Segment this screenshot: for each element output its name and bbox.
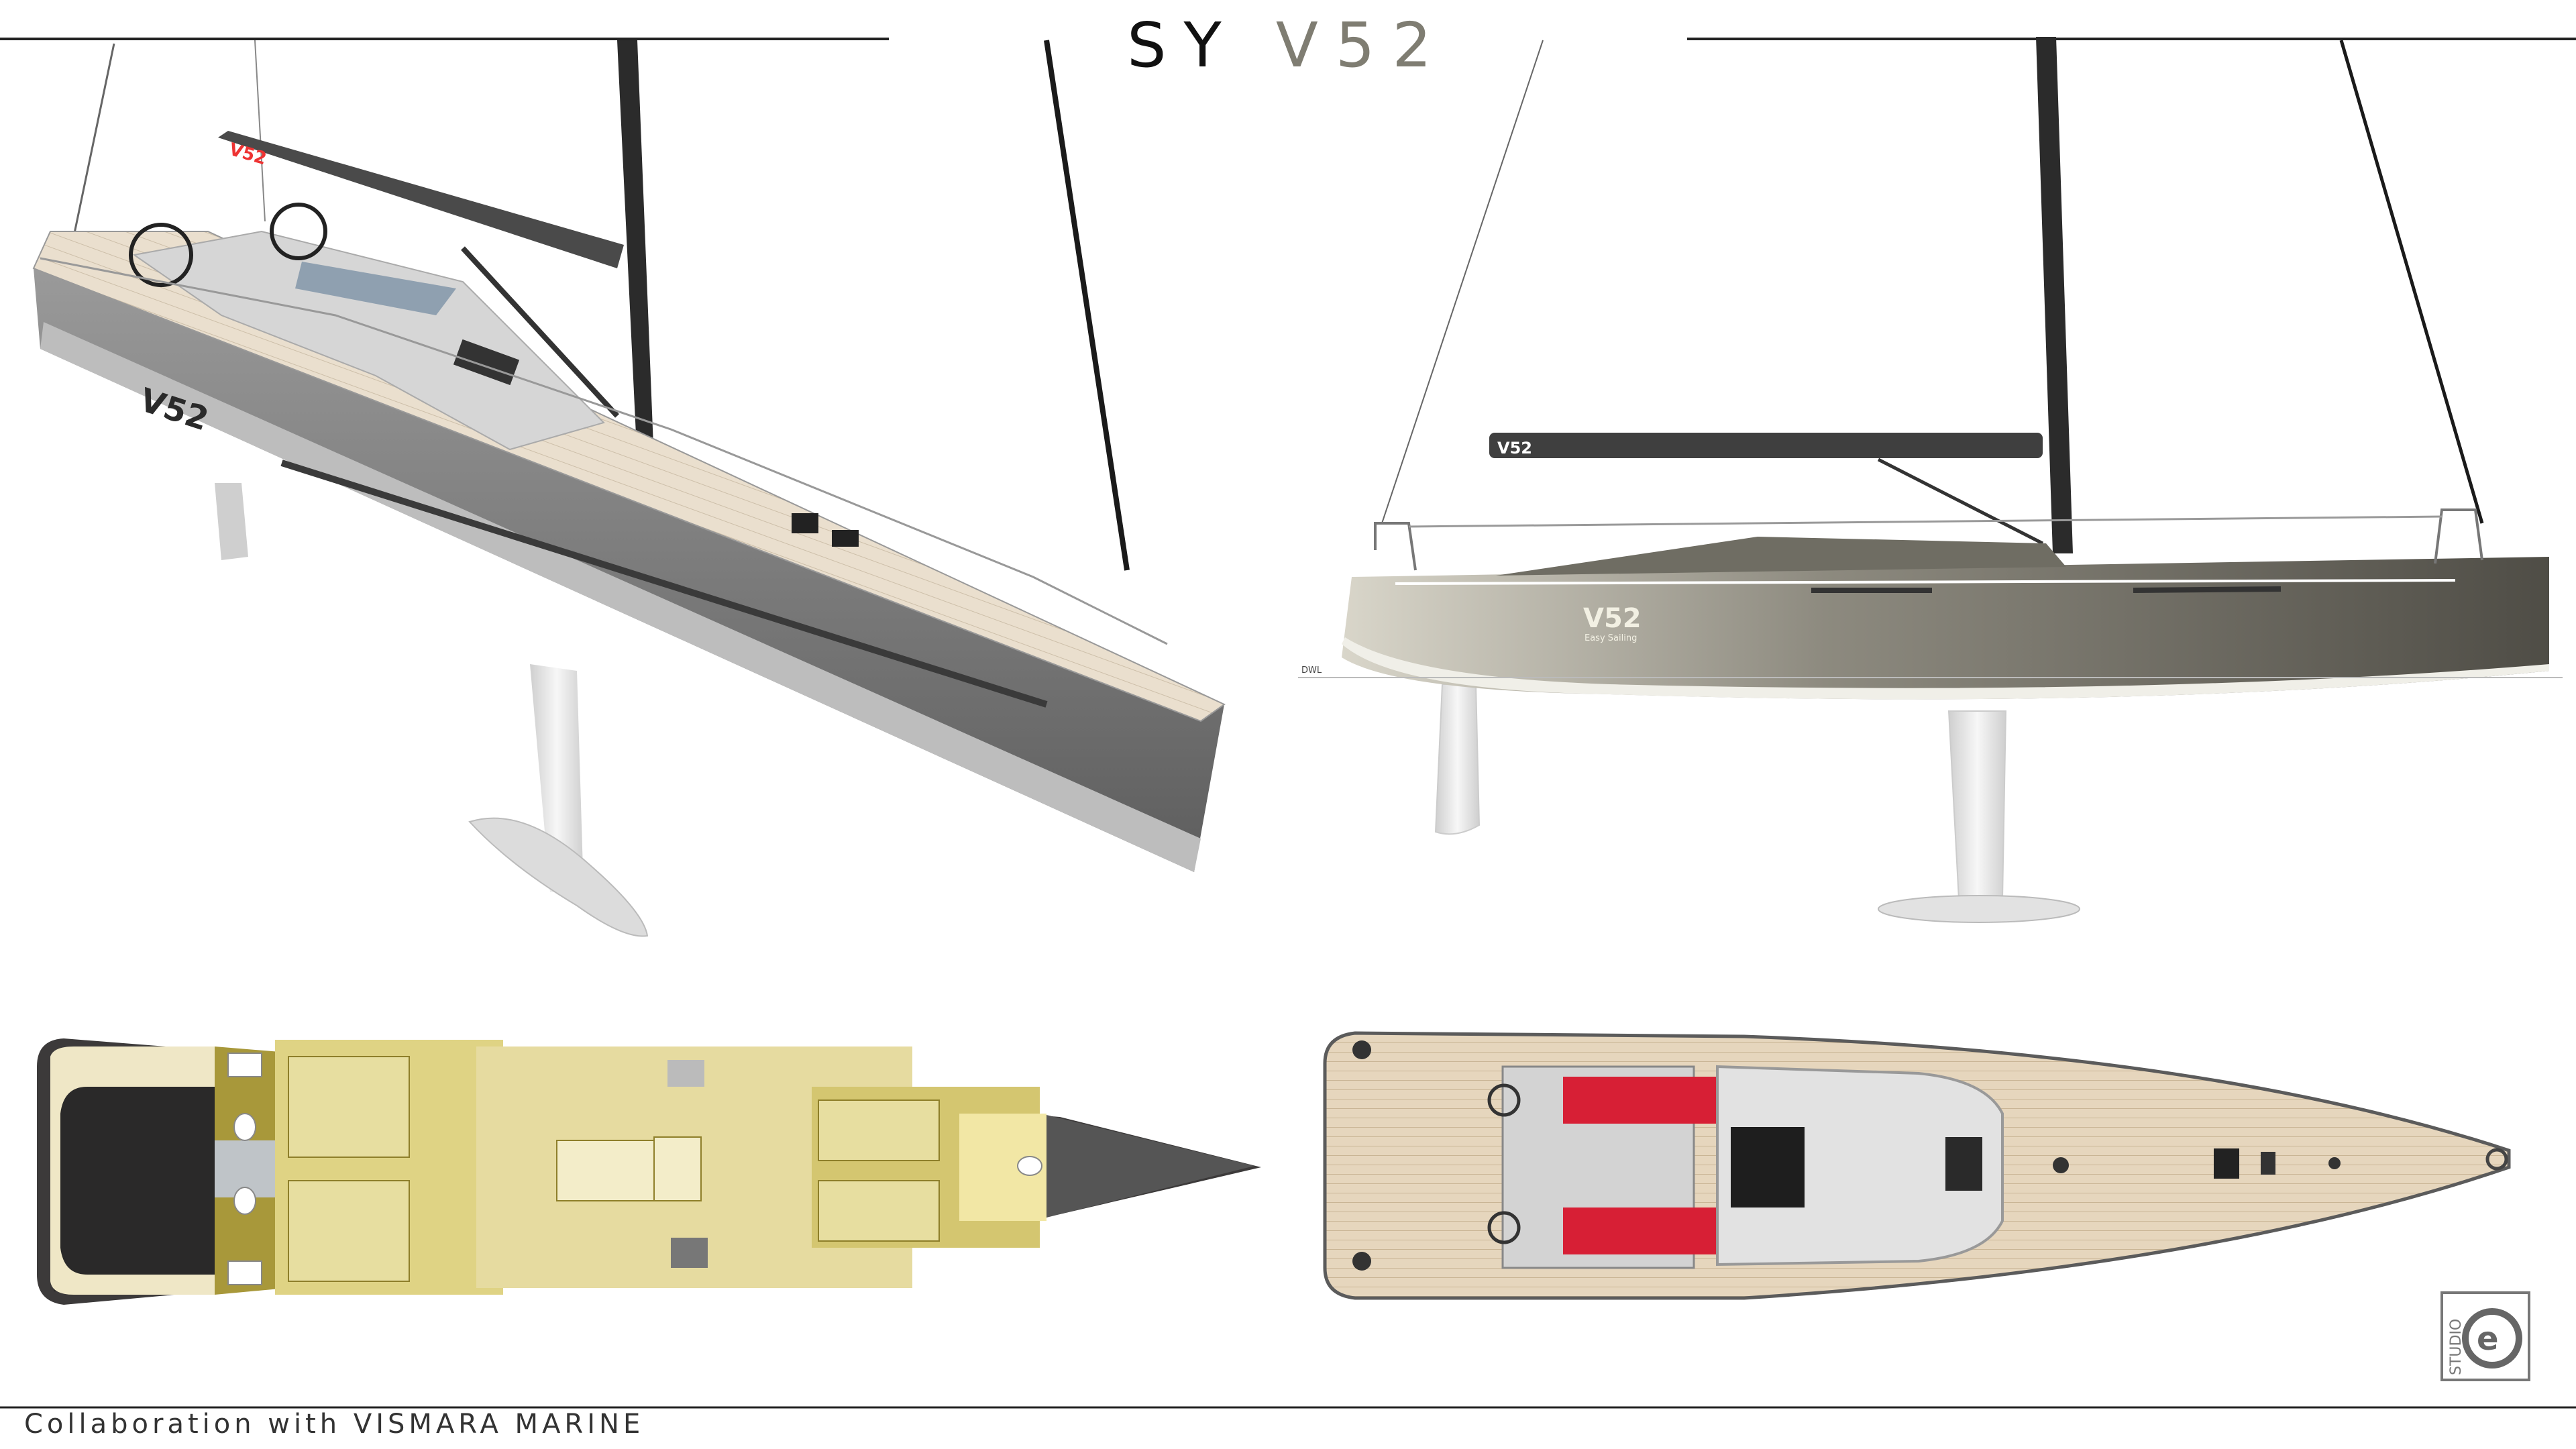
deck-coachroof <box>1716 1065 2004 1267</box>
profile-sheer-line <box>1395 579 2456 585</box>
foredeck-hatch-1 <box>792 513 818 533</box>
helm-wheel-starboard <box>270 203 327 260</box>
aft-deck-edge <box>50 1046 215 1295</box>
head-sink-aft-starboard <box>227 1260 262 1285</box>
profile-mast <box>2036 37 2073 553</box>
boom <box>218 131 624 268</box>
foredeck-hatch-2 <box>832 530 859 547</box>
saloon-table <box>556 1140 658 1201</box>
profile-backstay <box>1381 40 1544 524</box>
bow-roller <box>2485 1148 2508 1171</box>
studio-logo-ring <box>2462 1308 2522 1368</box>
forward-berth-port <box>818 1099 940 1161</box>
guardrail <box>40 257 1168 645</box>
title-model: V52 <box>1275 9 1449 81</box>
profile-keel-bulb <box>1878 895 2080 923</box>
profile-vang <box>1877 458 2044 545</box>
mast <box>617 40 654 463</box>
hull-windows <box>280 460 1048 708</box>
profile-bow-pulpit <box>2434 508 2483 564</box>
profile-view: V52 DWL V52 Easy Sailing <box>1298 37 2563 923</box>
keel-bulb <box>468 817 649 937</box>
deck-plan-foredeck-hatch <box>2214 1148 2239 1179</box>
rudder <box>215 483 248 560</box>
perspective-view: V52 V52 <box>32 40 1226 937</box>
sheet-title: SY V52 <box>892 9 1684 81</box>
profile-stern-pulpit <box>1374 522 1417 571</box>
profile-coachroof <box>1496 537 2066 576</box>
cockpit-seat-port <box>1563 1077 1724 1124</box>
aft-berth-port <box>288 1056 410 1158</box>
bow-chain-locker <box>1046 1115 1254 1218</box>
saloon-seat <box>653 1136 702 1201</box>
windlass <box>2328 1157 2341 1169</box>
stern-cleat-starboard <box>1352 1252 1371 1271</box>
footer-credit: Collaboration with VISMARA MARINE <box>24 1409 645 1440</box>
coachroof-window <box>453 339 520 386</box>
studio-logo-word: STUDIO <box>2448 1319 2465 1375</box>
coachroof-hatch <box>1945 1137 1982 1191</box>
deck-plan-small-hatch <box>2261 1152 2275 1175</box>
deck-winch-starboard <box>1487 1211 1521 1244</box>
profile-forestay <box>2339 40 2484 524</box>
galley-stove <box>671 1238 708 1268</box>
coachroof <box>132 230 605 451</box>
head-toilet-aft-starboard <box>233 1187 256 1215</box>
waterline-label: DWL <box>1301 665 1322 676</box>
shroud <box>254 40 266 222</box>
head-sink-aft-port <box>227 1053 262 1077</box>
cockpit-seat-starboard <box>1563 1208 1724 1254</box>
studio-logo-letter: e <box>2477 1320 2499 1358</box>
head-toilet-aft-port <box>233 1113 256 1141</box>
galley-sink <box>667 1060 704 1087</box>
profile-hull <box>1342 557 2549 700</box>
hull-boot-stripe <box>40 322 1201 872</box>
profile-lifeline <box>1408 515 2443 528</box>
profile-rudder <box>1434 684 1481 835</box>
profile-boom <box>1489 433 2043 458</box>
studio-logo: e STUDIO <box>2440 1291 2530 1381</box>
mast-step <box>2053 1157 2069 1173</box>
keel-fin <box>530 664 584 892</box>
profile-hull-window-2 <box>2133 586 2282 593</box>
companionway-hatch <box>1731 1127 1805 1208</box>
deck-hatch <box>295 262 456 315</box>
deck-plan <box>1323 1031 2511 1300</box>
forward-berth-starboard <box>818 1180 940 1242</box>
profile-boot-stripe <box>1342 637 2549 700</box>
stern-cleat-port <box>1352 1040 1371 1059</box>
aft-berth-starboard <box>288 1180 410 1282</box>
forestay <box>1044 40 1130 571</box>
profile-keel-fin <box>1947 710 2007 900</box>
hull-logo-profile: V52 <box>1583 603 1642 634</box>
deck-winch-port <box>1487 1083 1521 1117</box>
vang <box>461 246 619 418</box>
studio-logo-frame <box>2440 1291 2530 1381</box>
aft-lazarette <box>54 1046 215 1295</box>
head-toilet-forward <box>1017 1156 1042 1176</box>
helm-wheel-port <box>129 223 193 287</box>
interior-plan <box>37 1038 1261 1305</box>
profile-boom-logo: V52 <box>1497 439 1532 458</box>
title-prefix: SY <box>1127 9 1239 81</box>
hull-logo-tagline: Easy Sailing <box>1585 633 1637 643</box>
